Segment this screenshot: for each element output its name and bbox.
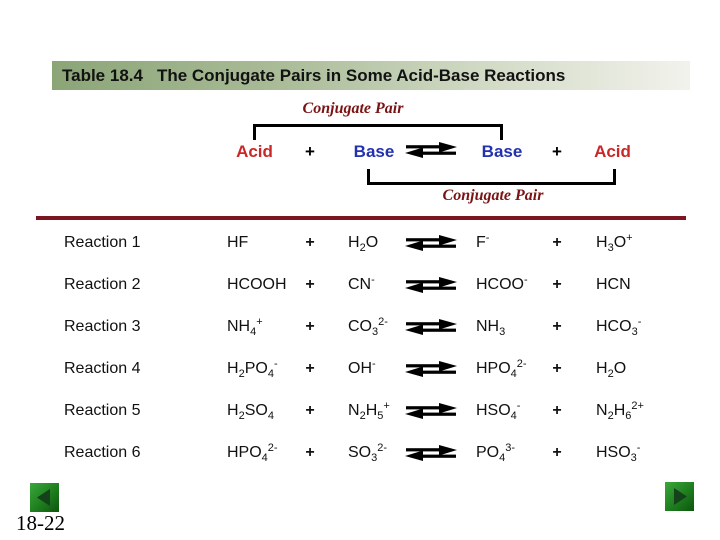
plus-sign: +: [305, 318, 315, 335]
reaction-label: Reaction 2: [64, 276, 141, 293]
plus-sign: +: [552, 142, 562, 161]
forward-button[interactable]: [665, 482, 694, 511]
header-acid-left: Acid: [236, 142, 273, 161]
base-formula: N2H5+: [348, 400, 390, 422]
conjugate-base-formula: PO43-: [476, 442, 516, 464]
reaction-label: Reaction 6: [64, 444, 141, 461]
equilibrium-arrows-icon: [405, 403, 457, 419]
acid-formula: HF: [227, 234, 249, 251]
conjugate-acid-formula: HCO3-: [596, 316, 642, 338]
conjugate-base-formula: HSO4-: [476, 400, 521, 422]
reactions-table: Reaction 1 HF + H2O F- + H3O+ Reaction 2…: [0, 222, 720, 474]
conjugate-base-formula: HPO42-: [476, 358, 527, 380]
acid-formula: HCOOH: [227, 276, 287, 293]
equilibrium-arrows-icon: [405, 319, 457, 335]
conjugate-acid-formula: HSO3-: [596, 442, 641, 464]
conjugate-pair-bracket-bottom: [367, 169, 616, 185]
base-formula: CO32-: [348, 316, 388, 338]
forward-arrow-icon: [674, 488, 687, 505]
acid-formula: NH4+: [227, 316, 263, 338]
conjugate-base-formula: F-: [476, 232, 490, 252]
plus-sign: +: [305, 142, 315, 161]
equilibrium-arrows-icon: [405, 445, 457, 461]
equilibrium-arrows-icon: [405, 142, 457, 163]
table-title: The Conjugate Pairs in Some Acid-Base Re…: [156, 65, 566, 85]
back-button[interactable]: [30, 483, 59, 512]
table-title-bar: Table 18.4 The Conjugate Pairs in Some A…: [52, 61, 690, 90]
conjugate-acid-formula: H3O+: [596, 232, 633, 254]
conjugate-base-formula: HCOO-: [476, 274, 528, 294]
equation-header: Acid + Base Base + Acid: [0, 142, 720, 164]
table-row: Reaction 5 H2SO4 + N2H5+ HSO4- + N2H62+: [0, 390, 720, 432]
table-row: Reaction 3 NH4+ + CO32- NH3 + HCO3-: [0, 306, 720, 348]
plus-sign: +: [552, 444, 562, 461]
equilibrium-arrows-icon: [405, 277, 457, 293]
table-row: Reaction 4 H2PO4- + OH- HPO42- + H2O: [0, 348, 720, 390]
conjugate-acid-formula: HCN: [596, 276, 631, 293]
table-row: Reaction 6 HPO42- + SO32- PO43- + HSO3-: [0, 432, 720, 474]
plus-sign: +: [552, 402, 562, 419]
table-number: Table 18.4: [62, 65, 143, 85]
reaction-label: Reaction 5: [64, 402, 141, 419]
base-formula: SO32-: [348, 442, 388, 464]
base-formula: CN-: [348, 274, 375, 294]
header-base-right: Base: [481, 142, 523, 161]
plus-sign: +: [552, 318, 562, 335]
equilibrium-arrows-icon: [405, 361, 457, 377]
page-number: 18-22: [16, 511, 65, 535]
plus-sign: +: [552, 276, 562, 293]
divider-rule: [36, 216, 686, 220]
plus-sign: +: [305, 234, 315, 251]
plus-sign: +: [552, 360, 562, 377]
conjugate-acid-formula: N2H62+: [596, 400, 644, 422]
conjugate-pair-bracket-top: [253, 124, 503, 140]
acid-formula: H2PO4-: [227, 358, 278, 380]
table-row: Reaction 2 HCOOH + CN- HCOO- + HCN: [0, 264, 720, 306]
equilibrium-arrows-icon: [405, 235, 457, 251]
table-row: Reaction 1 HF + H2O F- + H3O+: [0, 222, 720, 264]
reaction-label: Reaction 1: [64, 234, 141, 251]
base-formula: H2O: [348, 234, 379, 254]
header-acid-right: Acid: [594, 142, 631, 161]
acid-formula: HPO42-: [227, 442, 278, 464]
reaction-label: Reaction 3: [64, 318, 141, 335]
acid-formula: H2SO4: [227, 402, 274, 422]
plus-sign: +: [305, 444, 315, 461]
plus-sign: +: [552, 234, 562, 251]
base-formula: OH-: [348, 358, 376, 378]
plus-sign: +: [305, 276, 315, 293]
conjugate-pair-label-top: Conjugate Pair: [302, 100, 404, 117]
back-arrow-icon: [37, 489, 50, 506]
plus-sign: +: [305, 360, 315, 377]
reaction-label: Reaction 4: [64, 360, 141, 377]
conjugate-pair-label-bottom: Conjugate Pair: [442, 187, 544, 204]
header-base-left: Base: [353, 142, 395, 161]
conjugate-acid-formula: H2O: [596, 360, 627, 380]
conjugate-base-formula: NH3: [476, 318, 506, 338]
plus-sign: +: [305, 402, 315, 419]
